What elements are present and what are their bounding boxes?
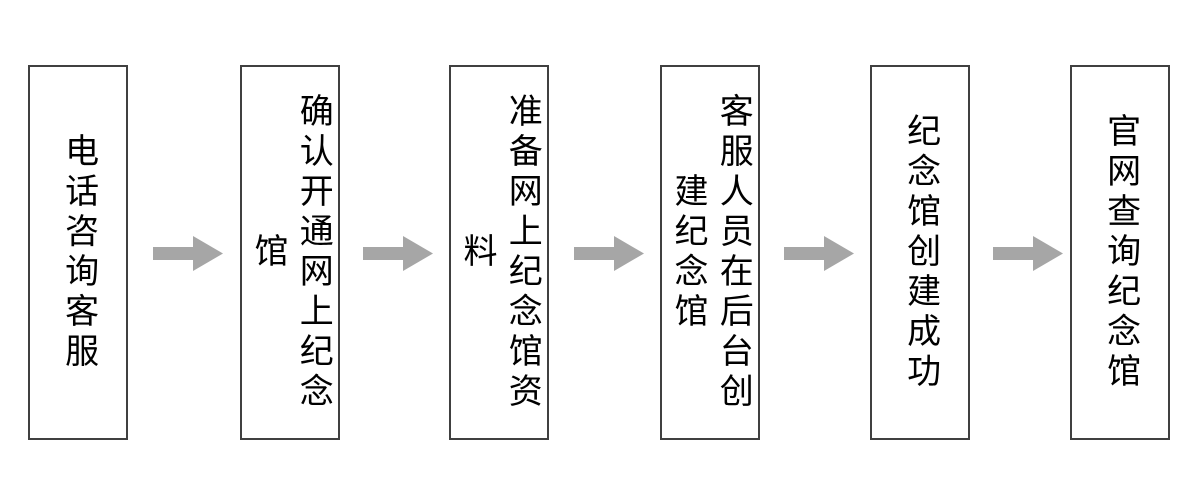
flow-step-5-label: 纪念馆创建成功: [901, 112, 940, 393]
right-arrow-icon: [363, 236, 433, 271]
flow-step-4-label: 客服人员在后台创建纪念馆: [669, 92, 753, 413]
flow-step-1-label: 电话咨询客服: [59, 132, 98, 373]
right-arrow-icon: [153, 236, 223, 271]
flow-arrow-3: [574, 236, 644, 271]
flow-arrow-2: [363, 236, 433, 271]
right-arrow-icon: [574, 236, 644, 271]
flow-arrow-5: [993, 236, 1063, 271]
flow-step-2[interactable]: 确认开通网上纪念馆: [240, 65, 340, 440]
flow-arrow-4: [784, 236, 854, 271]
flow-step-6[interactable]: 官网查询纪念馆: [1070, 65, 1170, 440]
flow-step-3[interactable]: 准备网上纪念馆资料: [449, 65, 549, 440]
flow-step-1[interactable]: 电话咨询客服: [28, 65, 128, 440]
flow-step-4[interactable]: 客服人员在后台创建纪念馆: [660, 65, 760, 440]
right-arrow-icon: [784, 236, 854, 271]
right-arrow-icon: [993, 236, 1063, 271]
flow-step-2-label: 确认开通网上纪念馆: [249, 92, 333, 413]
flow-step-6-label: 官网查询纪念馆: [1101, 112, 1140, 393]
flow-step-3-label: 准备网上纪念馆资料: [458, 92, 542, 413]
flow-arrow-1: [153, 236, 223, 271]
flow-step-5[interactable]: 纪念馆创建成功: [870, 65, 970, 440]
